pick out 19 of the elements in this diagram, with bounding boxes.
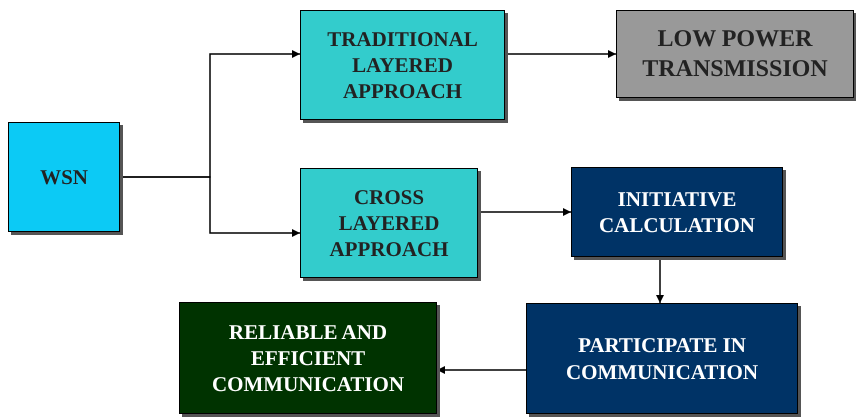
process-box	[571, 167, 783, 257]
arrow	[120, 176, 300, 237]
box-label: RELIABLE AND EFFICIENT COMMUNICATION	[210, 318, 406, 398]
process-box	[526, 303, 798, 414]
box-label: WSN	[39, 164, 89, 191]
process-box	[300, 168, 478, 278]
box-label: INITIATIVE CALCULATION	[598, 186, 756, 239]
arrow	[480, 208, 571, 216]
arrow	[507, 50, 616, 58]
arrow	[656, 257, 664, 303]
process-box	[179, 302, 437, 414]
box-label: PARTICIPATE IN COMMUNICATION	[564, 332, 760, 386]
process-box	[8, 122, 120, 232]
box-label: LOW POWER TRANSMISSION	[641, 25, 829, 84]
process-box	[300, 10, 505, 120]
arrow	[437, 366, 526, 374]
box-label: TRADITIONAL LAYERED APPROACH	[326, 26, 479, 106]
box-label: CROSS LAYERED APPROACH	[328, 184, 450, 264]
process-box	[616, 10, 854, 98]
